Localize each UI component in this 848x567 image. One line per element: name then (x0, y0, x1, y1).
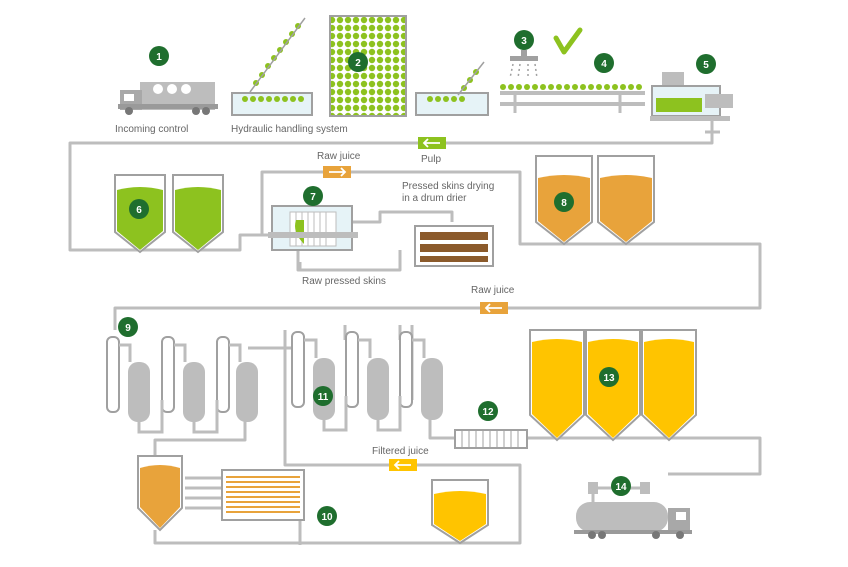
belt-press (268, 205, 358, 251)
aroma-tank-and-exchanger (137, 455, 305, 532)
step-badge-4: 4 (594, 53, 614, 73)
filter-unit (454, 429, 528, 449)
svg-text:1: 1 (156, 52, 162, 63)
step-badges: 1 2 3 4 5 6 7 8 9 10 11 12 13 14 (118, 30, 716, 526)
pulp-tanks (114, 174, 224, 254)
step-badge-11: 11 (313, 386, 333, 406)
step-badge-13: 13 (599, 367, 619, 387)
tanker-truck (574, 482, 692, 539)
svg-text:7: 7 (310, 192, 316, 203)
flow-arrow-filtered-juice (389, 459, 417, 471)
svg-text:9: 9 (125, 323, 131, 334)
raw-juice-label-2: Raw juice (471, 285, 515, 296)
svg-text:10: 10 (321, 512, 333, 523)
step-badge-6: 6 (129, 199, 149, 219)
incoming-truck (118, 82, 218, 115)
pipes (68, 118, 762, 545)
wash-conveyor (500, 27, 645, 113)
flow-arrow-raw-juice-2 (480, 302, 508, 314)
hydraulic-handling (231, 15, 489, 117)
incoming-control-label: Incoming control (115, 124, 189, 135)
svg-text:5: 5 (703, 60, 709, 71)
svg-text:3: 3 (521, 36, 527, 47)
raw-juice-label-1: Raw juice (317, 151, 361, 162)
svg-text:8: 8 (561, 198, 567, 209)
svg-text:4: 4 (601, 59, 607, 70)
step-badge-9: 9 (118, 317, 138, 337)
filtered-juice-tank (431, 479, 489, 545)
step-badge-8: 8 (554, 192, 574, 212)
step-badge-5: 5 (696, 54, 716, 74)
step-badge-12: 12 (478, 401, 498, 421)
step-badge-14: 14 (611, 476, 631, 496)
filtered-juice-label: Filtered juice (372, 446, 429, 457)
checkmark-icon (553, 27, 583, 55)
flow-arrow-raw-juice-1 (323, 166, 351, 178)
svg-text:6: 6 (136, 205, 142, 216)
pressed-skins-drying-label: Pressed skins drying in a drum drier (402, 181, 495, 204)
svg-text:2: 2 (355, 58, 361, 69)
svg-text:13: 13 (603, 373, 615, 384)
svg-text:12: 12 (482, 407, 494, 418)
svg-text:11: 11 (318, 392, 329, 403)
svg-text:14: 14 (615, 482, 627, 493)
hydraulic-handling-label: Hydraulic handling system (231, 124, 348, 135)
drum-drier (414, 225, 494, 267)
mill (650, 72, 733, 121)
evaporators-left (106, 336, 258, 434)
step-badge-7: 7 (303, 186, 323, 206)
pulp-label: Pulp (421, 154, 442, 165)
raw-pressed-skins-label: Raw pressed skins (302, 276, 386, 287)
raw-juice-tanks (535, 155, 655, 246)
step-badge-3: 3 (514, 30, 534, 50)
evaporators-right (291, 331, 443, 432)
step-badge-1: 1 (149, 46, 169, 66)
step-badge-2: 2 (348, 52, 368, 72)
flow-arrow-pulp (418, 137, 446, 149)
step-badge-10: 10 (317, 506, 337, 526)
